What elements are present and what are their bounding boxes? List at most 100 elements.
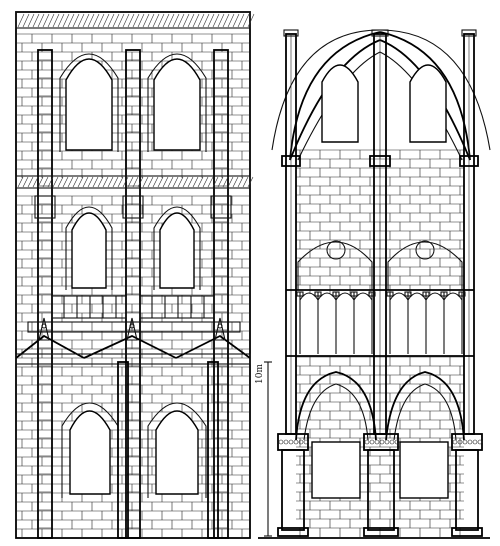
hatch-stroke — [42, 176, 49, 188]
hatch-stroke — [207, 13, 215, 28]
hatch-stroke — [47, 13, 55, 28]
hatch-stroke — [222, 13, 230, 28]
hatch-stroke — [222, 176, 229, 188]
colonnette-capital — [422, 291, 430, 297]
hatch-stroke — [227, 13, 235, 28]
foliage-leaf — [283, 439, 289, 445]
hatch-stroke — [212, 176, 219, 188]
hatch-stroke — [172, 176, 179, 188]
triforium-arch — [297, 241, 373, 290]
aisle-buttress — [117, 361, 129, 539]
interior-bay-elevation: 10m — [255, 29, 491, 539]
hatch-stroke — [62, 13, 70, 28]
hatch-stroke — [57, 176, 64, 188]
gable-line — [15, 334, 251, 359]
hatch-stroke — [227, 176, 234, 188]
string-course-band — [15, 175, 254, 189]
hatch-stroke — [137, 176, 144, 188]
pier-base — [451, 527, 483, 537]
vault-rib — [289, 31, 381, 161]
trefoil-arch — [443, 292, 463, 301]
hatch-stroke — [67, 13, 75, 28]
colonnette-capital — [404, 291, 412, 297]
shaft-capital — [369, 155, 391, 167]
clerestory-window — [65, 58, 113, 151]
shaft-capital — [281, 155, 301, 167]
hatch-stroke — [17, 13, 25, 28]
hatch-stroke — [27, 176, 34, 188]
foliage-leaf — [278, 439, 284, 445]
pier-capital — [363, 433, 399, 451]
buttress-offset — [210, 195, 232, 219]
hatch-stroke — [172, 13, 180, 28]
aisle-window — [155, 410, 199, 495]
aisle-buttress — [207, 361, 219, 539]
window-arch-molding — [59, 53, 119, 152]
hatch-stroke — [182, 13, 190, 28]
triforium — [286, 240, 474, 357]
hatch-stroke — [42, 13, 50, 28]
trefoil-arch — [389, 292, 409, 301]
pinnacles — [38, 317, 226, 341]
hatch-stroke — [182, 176, 189, 188]
arcade-arch-inner — [303, 383, 369, 441]
hatch-stroke — [192, 176, 199, 188]
hatch-stroke — [57, 13, 65, 28]
hatch-stroke — [197, 13, 205, 28]
colonnette-capital — [314, 291, 322, 297]
clerestory-window — [153, 58, 201, 151]
hatch-stroke — [247, 176, 254, 188]
hatch-stroke — [37, 13, 45, 28]
colonnette-capital — [386, 291, 394, 297]
hatch-stroke — [187, 176, 194, 188]
trefoil-arch — [353, 292, 373, 301]
interior-clerestory-window — [321, 64, 359, 143]
triforium-colonnettes — [296, 291, 466, 354]
foliage-leaf — [374, 439, 380, 445]
colonnette-capital — [440, 291, 448, 297]
arcade-opening-panel — [399, 441, 449, 499]
clerestory-windows — [59, 53, 207, 152]
foliage-leaf — [394, 439, 400, 445]
pier-base — [363, 527, 399, 537]
colonnette-capital — [296, 291, 304, 297]
buttresses — [34, 49, 232, 539]
pier-base — [277, 527, 309, 537]
band-hatching — [17, 176, 254, 188]
hatch-stroke — [237, 13, 245, 28]
vaulting-shafts — [281, 29, 479, 435]
hatch-stroke — [77, 13, 85, 28]
hatch-stroke — [147, 176, 154, 188]
cornice-hatching — [17, 13, 255, 28]
string-course — [15, 175, 251, 189]
hatch-stroke — [202, 176, 209, 188]
pinnacle — [38, 317, 50, 341]
arcade-arch-inner — [393, 383, 457, 441]
foliage-leaf — [389, 439, 395, 445]
pinnacle-finial — [129, 323, 135, 329]
hatch-stroke — [217, 176, 224, 188]
vault-rib — [379, 31, 471, 161]
pier — [455, 449, 479, 531]
hatch-stroke — [97, 176, 104, 188]
blind-arcade — [27, 295, 241, 333]
pinnacle-finial — [217, 323, 223, 329]
vault-rib — [379, 29, 491, 151]
hatch-stroke — [92, 13, 100, 28]
buttress-courses — [34, 59, 232, 529]
hatch-stroke — [107, 13, 115, 28]
foliage-leaf — [293, 439, 299, 445]
middle-window — [71, 212, 107, 289]
hatch-stroke — [92, 176, 99, 188]
vault-rib — [271, 29, 381, 151]
hatch-stroke — [87, 13, 95, 28]
hatch-stroke — [237, 176, 244, 188]
hatch-stroke — [102, 176, 109, 188]
hatch-stroke — [247, 13, 255, 28]
hatch-stroke — [22, 176, 29, 188]
arcade-arch — [385, 371, 465, 441]
hatch-stroke — [137, 13, 145, 28]
scale-label: 10m — [255, 364, 265, 384]
hatch-stroke — [22, 13, 30, 28]
foliage-leaf — [288, 439, 294, 445]
